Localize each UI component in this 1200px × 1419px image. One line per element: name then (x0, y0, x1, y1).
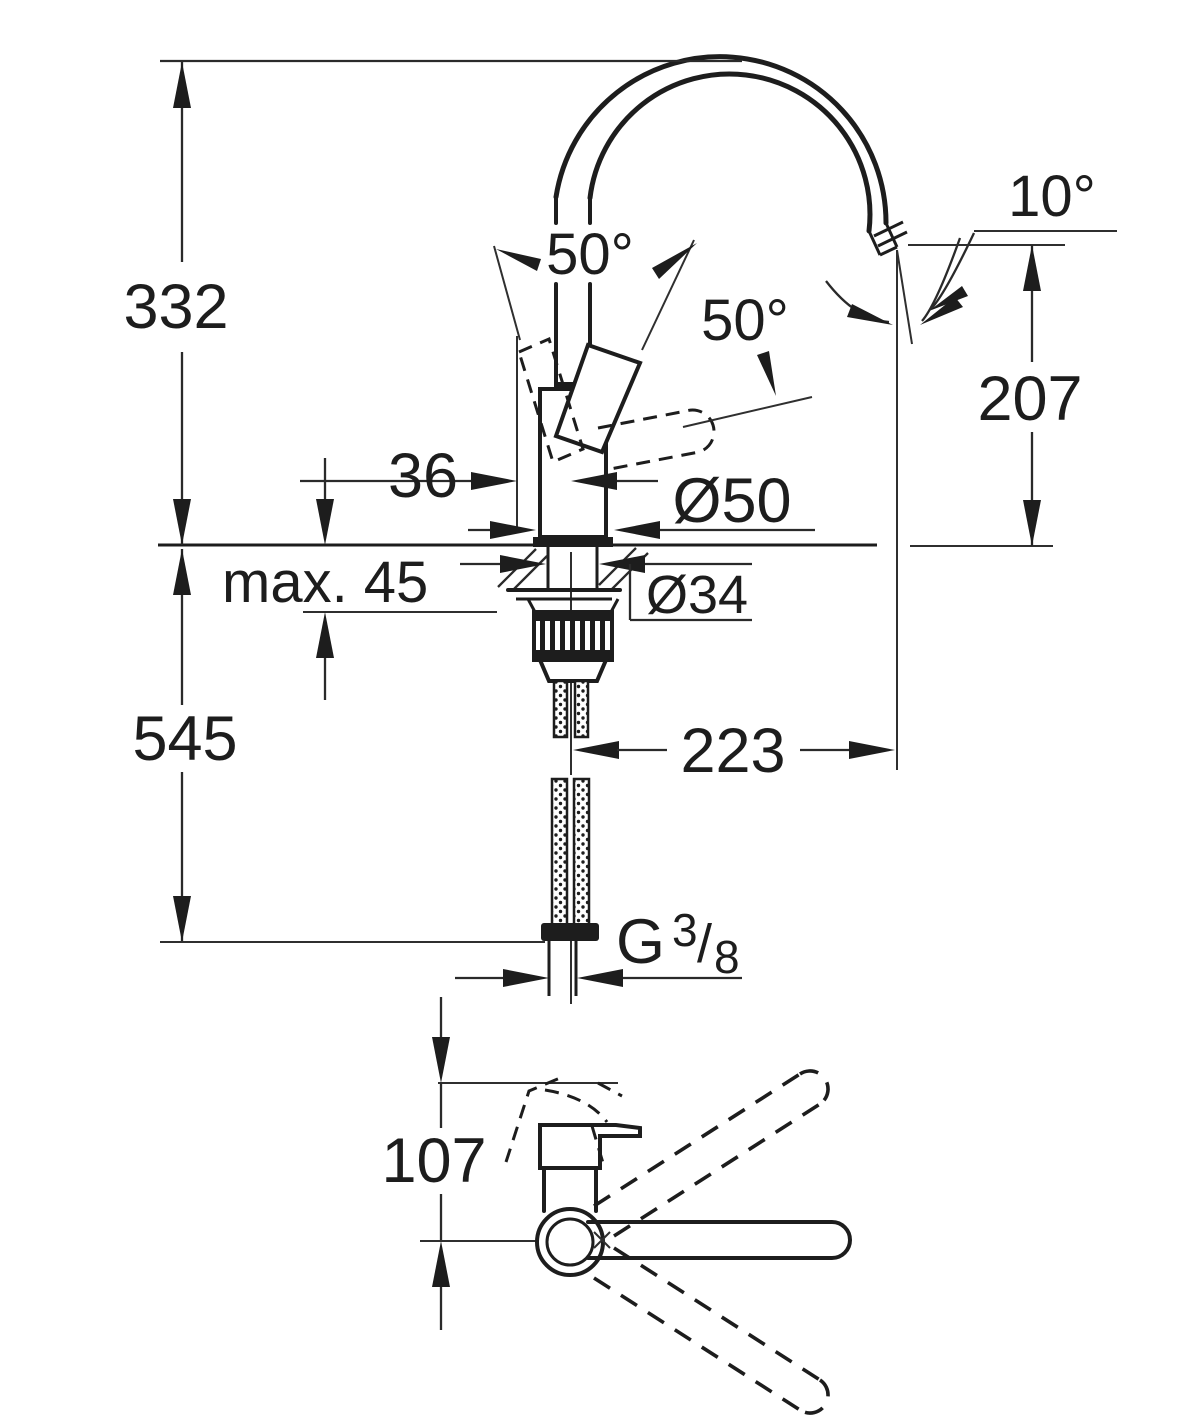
plan-spout-solid (586, 1220, 852, 1260)
plan-spout-dashed-lower (593, 1246, 830, 1415)
thread-numerator: 3 (672, 904, 698, 956)
thread-g-label: G (616, 907, 665, 977)
base-flange (533, 537, 613, 547)
mounting-hardware (497, 545, 649, 739)
nut-taper (536, 658, 610, 683)
plan-base-circle (535, 1207, 611, 1277)
spout-height-label: 207 (977, 364, 1082, 434)
deck-thickness-label: max. 45 (222, 550, 428, 615)
below-deck-height-label: 545 (132, 704, 237, 774)
plan-view (504, 1069, 852, 1415)
lever-dashed-lowered (597, 408, 716, 472)
dim-thread: G 3 / 8 (455, 904, 742, 987)
mounting-nut (532, 610, 614, 662)
dim-spout-height: 207 (908, 244, 1083, 546)
lever-handle (517, 336, 716, 472)
swivel-arc-right (921, 237, 962, 322)
threaded-stud (573, 679, 590, 739)
lever-dashed-left (517, 336, 585, 465)
thread-denominator: 8 (714, 931, 740, 983)
threaded-stud (552, 679, 569, 739)
dim-handle-angle-left: 50° (493, 222, 697, 351)
side-view (158, 54, 1053, 1004)
dim-below-deck-height: 545 (132, 549, 545, 943)
dim-spout-tilt: 10° (825, 164, 1117, 770)
plan-depth-label: 107 (381, 1126, 486, 1196)
dim-overall-height: 332 (123, 62, 229, 545)
handle-offset-label: 36 (388, 441, 458, 511)
dim-deck-thickness: max. 45 (222, 458, 497, 700)
dim-handle-offset: 36 (300, 336, 658, 527)
spout-reach-label: 223 (680, 716, 785, 786)
supply-hose (541, 777, 599, 996)
plan-spout-dashed-upper (593, 1069, 830, 1238)
annotations: 332 545 max. 45 36 (123, 59, 1117, 1330)
dim-handle-angle-right: 50° (682, 288, 813, 428)
dim-base-diameter: Ø50 (468, 466, 815, 539)
handle-angle-right-label: 50° (701, 288, 789, 353)
overall-height-label: 332 (123, 272, 228, 342)
hole-diameter-label: Ø34 (646, 565, 748, 625)
handle-angle-left-label: 50° (546, 222, 634, 287)
dim-spout-reach: 223 (573, 716, 895, 786)
spout-tilt-label: 10° (1008, 164, 1096, 229)
base-diameter-label: Ø50 (672, 466, 791, 536)
plan-lever (504, 1076, 642, 1213)
hose-nut (541, 923, 599, 941)
thread-divider: / (697, 914, 712, 974)
spout-arc (553, 54, 908, 257)
dim-hole-diameter: Ø34 (460, 555, 752, 625)
countertop (158, 543, 1053, 547)
dim-plan-depth: 107 (381, 997, 618, 1330)
